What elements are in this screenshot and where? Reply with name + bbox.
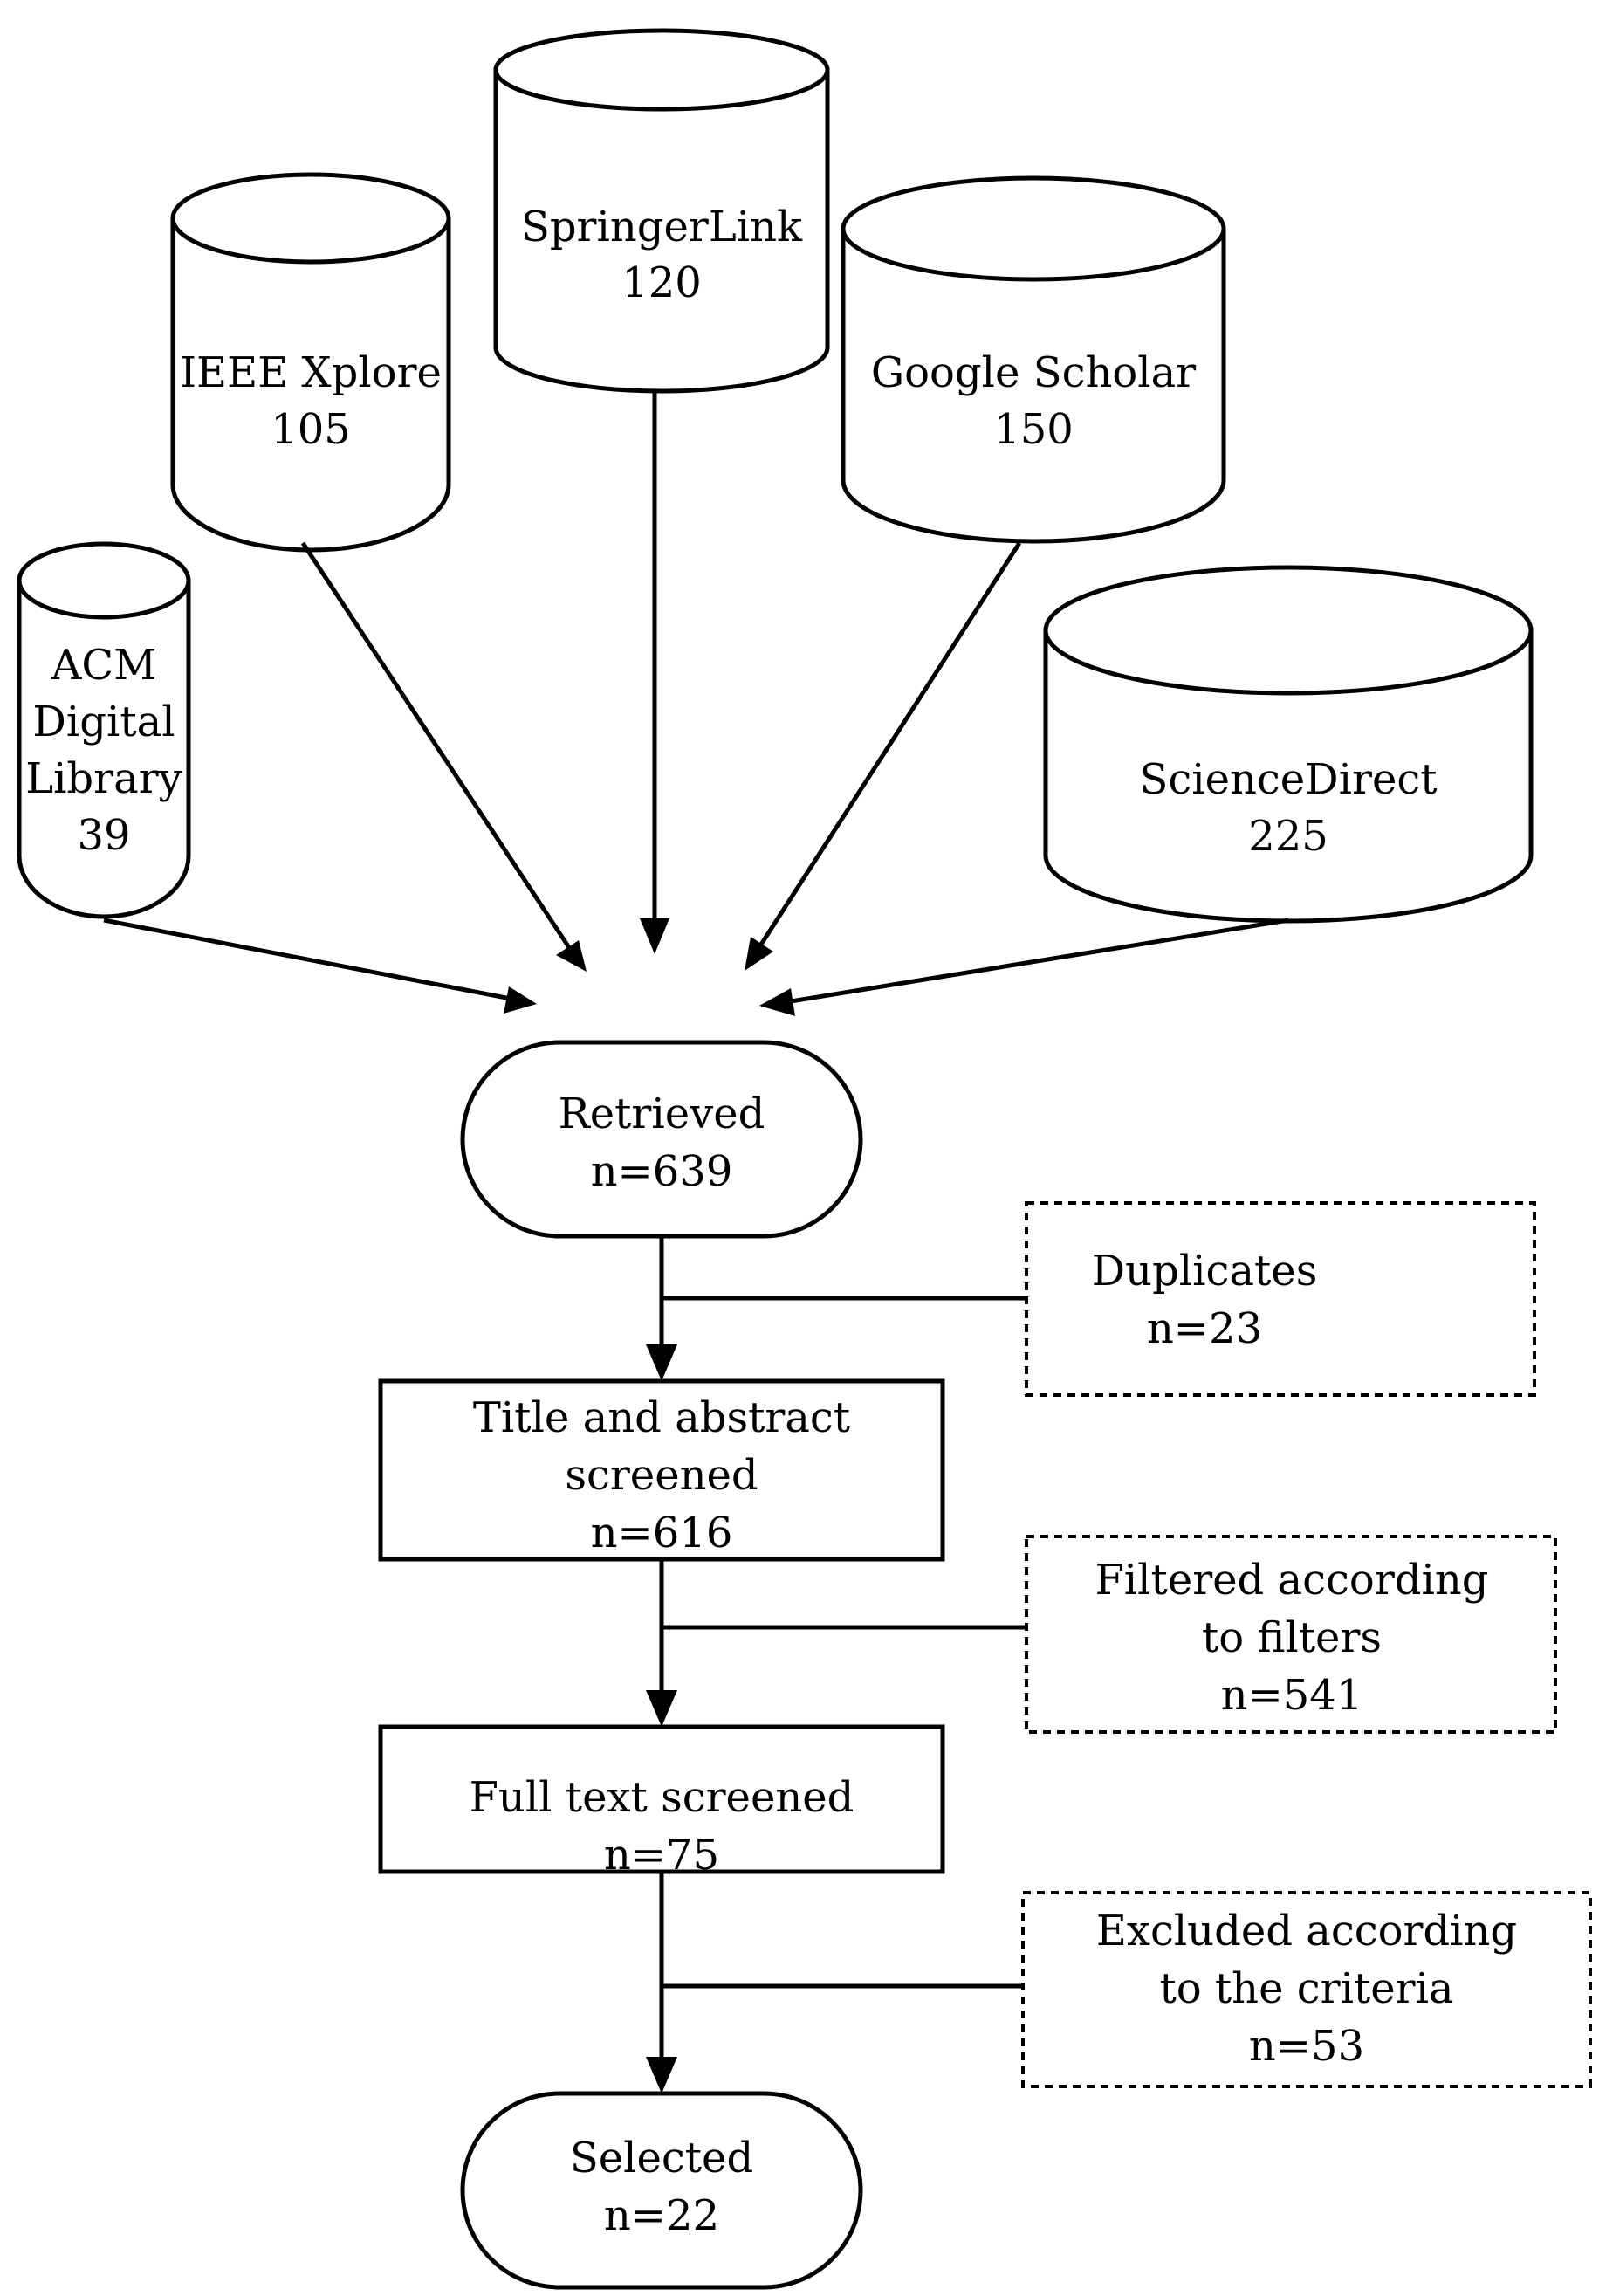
exclusion-excluded-line-3: n=53 xyxy=(1249,2022,1364,2071)
source-ieee-line-2: 105 xyxy=(271,405,351,454)
arrowhead-title xyxy=(646,1344,677,1381)
source-ieee-line-1: IEEE Xplore xyxy=(180,348,442,397)
arrowhead-google xyxy=(745,937,773,971)
exclusion-filtered-line-1: Filtered according xyxy=(1095,1556,1489,1605)
arrowhead-acm xyxy=(504,986,537,1014)
source-sciencedirect-line-2: 225 xyxy=(1248,812,1328,861)
exclusion-duplicates: Duplicates n=23 xyxy=(1025,1201,1536,1397)
step-selected: Selected n=22 xyxy=(460,2091,863,2290)
source-springerlink-line-2: 120 xyxy=(621,258,702,307)
arrowhead-springer xyxy=(640,918,669,954)
step-title-abstract-line-3: n=616 xyxy=(591,1509,733,1557)
step-title-abstract-screened: Title and abstract screened n=616 xyxy=(378,1378,945,1562)
source-acm-line-2: Digital xyxy=(32,698,175,746)
exclusion-filtered-line-2: to filters xyxy=(1202,1613,1382,1662)
step-retrieved: Retrieved n=639 xyxy=(460,1040,863,1239)
source-acm-line-4: 39 xyxy=(77,811,130,860)
source-acm-database: ACM Digital Library 39 xyxy=(17,541,191,919)
source-ieee-database: IEEE Xplore 105 xyxy=(170,172,451,553)
step-full-text-screened: Full text screened n=75 xyxy=(378,1724,945,1880)
source-sciencedirect-line-1: ScienceDirect xyxy=(1139,755,1437,804)
arrowhead-ieee xyxy=(556,940,587,972)
source-springerlink-database: SpringerLink 120 xyxy=(493,28,830,394)
exclusion-excluded: Excluded according to the criteria n=53 xyxy=(1021,1891,1592,2088)
step-full-text-line-2: n=75 xyxy=(604,1831,719,1880)
arrow-ieee-to-retrieved xyxy=(300,541,574,953)
exclusion-excluded-line-1: Excluded according xyxy=(1096,1907,1517,1956)
exclusion-filtered-line-3: n=541 xyxy=(1221,1671,1363,1720)
source-sciencedirect-database: ScienceDirect 225 xyxy=(1043,565,1534,924)
step-full-text-line-1: Full text screened xyxy=(470,1773,854,1822)
source-acm-line-3: Library xyxy=(25,754,182,803)
step-selected-line-2: n=22 xyxy=(604,2191,719,2240)
exclusion-filtered: Filtered according to filters n=541 xyxy=(1025,1535,1557,1734)
source-google-scholar-database: Google Scholar 150 xyxy=(841,175,1226,544)
arrowhead-fulltext xyxy=(646,1690,677,1727)
step-title-abstract-line-2: screened xyxy=(565,1451,758,1500)
exclusion-duplicates-line-2: n=23 xyxy=(1147,1304,1262,1353)
step-selected-line-1: Selected xyxy=(570,2134,753,2183)
arrowhead-selected xyxy=(646,2057,677,2093)
step-retrieved-line-1: Retrieved xyxy=(559,1090,765,1138)
arrow-google-to-retrieved xyxy=(755,541,1022,952)
source-google-scholar-line-1: Google Scholar xyxy=(871,348,1196,397)
exclusion-duplicates-line-1: Duplicates xyxy=(1092,1247,1318,1296)
source-acm-line-1: ACM xyxy=(51,641,157,690)
arrow-sciencedirect-to-retrieved xyxy=(785,918,1289,1005)
step-retrieved-line-2: n=639 xyxy=(591,1147,733,1196)
arrowhead-sciencedirect xyxy=(759,988,795,1016)
exclusion-excluded-line-2: to the criteria xyxy=(1159,1964,1453,2013)
arrow-acm-to-retrieved xyxy=(103,918,530,1005)
source-arrows xyxy=(103,393,1289,1016)
step-title-abstract-line-1: Title and abstract xyxy=(473,1393,850,1442)
source-google-scholar-line-2: 150 xyxy=(993,405,1074,454)
source-springerlink-line-1: SpringerLink xyxy=(521,203,803,251)
